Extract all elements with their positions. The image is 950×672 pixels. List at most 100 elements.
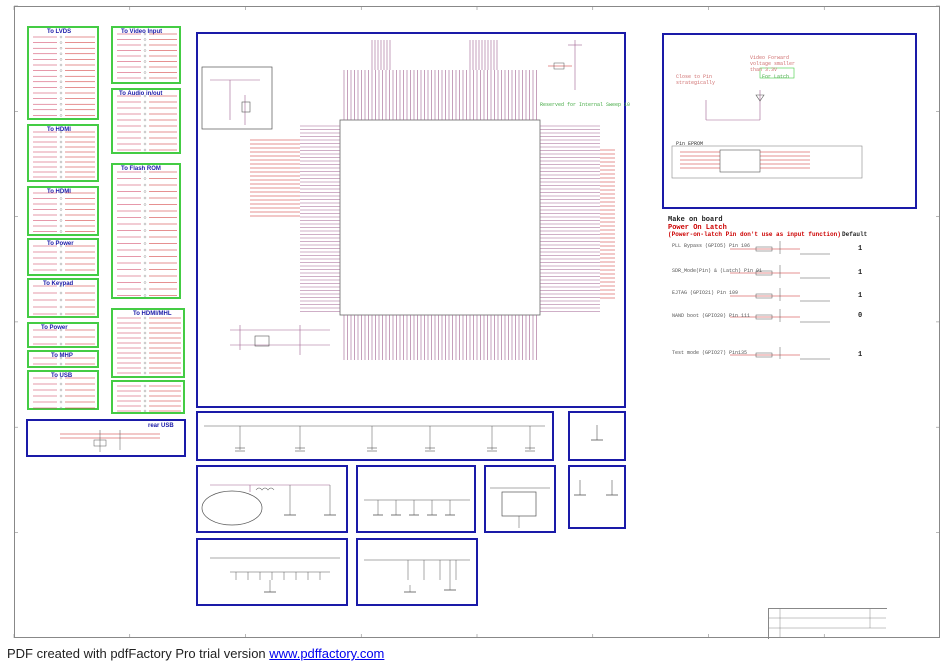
connector-pin <box>59 262 63 266</box>
connector-pin <box>143 326 147 330</box>
connector-pin <box>59 388 63 392</box>
connector-pin <box>143 76 147 80</box>
option-heading: Make on board <box>668 216 723 224</box>
connector-pin <box>59 208 63 211</box>
panel-title: To HDMI <box>47 189 71 195</box>
connector-pin <box>59 114 63 117</box>
connector-pin <box>59 69 63 72</box>
connector-pin <box>143 229 147 232</box>
panel-title: To HDMI/MHL <box>133 311 172 317</box>
ground-block-1 <box>568 411 626 461</box>
connector-pin <box>143 65 147 69</box>
connector-pin <box>143 183 147 187</box>
voltage-note: voltage smaller <box>750 61 796 67</box>
component-outline <box>719 149 761 173</box>
connector-pin <box>59 202 63 206</box>
connector-pin <box>143 261 147 265</box>
connector-pin <box>59 244 63 248</box>
right-top-block <box>662 33 917 209</box>
crystal-block <box>196 465 348 533</box>
video-forward-note: Video Forward <box>750 55 790 61</box>
connector-pin <box>143 170 147 174</box>
option-row-label: EJTAG (GPIO21) Pin 109 <box>672 290 739 296</box>
panel-title: To Power <box>47 241 74 247</box>
panel-title: To HDMI <box>47 127 71 133</box>
connector-pin <box>143 281 147 284</box>
eprom-note: Pin EPROM <box>676 141 704 147</box>
connector-pin <box>143 112 147 116</box>
connector-pin <box>59 394 63 398</box>
ddr-power-block <box>356 465 476 533</box>
option-note: (Power-on-latch Pin don't use as input f… <box>668 231 841 238</box>
connector-pin <box>59 312 63 316</box>
connector-pin <box>59 160 63 164</box>
audio-panel: To Audio in/out <box>111 88 181 154</box>
connector-pin <box>143 190 147 193</box>
component-outline <box>759 67 795 79</box>
connector-pin <box>143 203 147 206</box>
connector-pin <box>143 54 147 58</box>
main-soc-block <box>196 32 626 408</box>
connector-pin <box>59 328 63 332</box>
connector-pin <box>59 175 63 179</box>
connector-pin <box>59 41 63 44</box>
connector-pin <box>59 362 63 366</box>
power-panel-1: To Power <box>27 238 99 276</box>
footer-link[interactable]: www.pdffactory.com <box>269 646 385 661</box>
connector-pin <box>59 335 63 339</box>
rear-usb-block: rear USB <box>26 419 186 457</box>
connector-pin <box>143 235 147 239</box>
connector-pin <box>59 145 63 149</box>
connector-pin <box>59 268 63 272</box>
component-outline <box>755 270 773 276</box>
panel-title: To Flash ROM <box>121 166 161 172</box>
connector-pin <box>143 321 147 325</box>
connector-pin <box>59 80 63 84</box>
option-row-value: 1 <box>858 292 863 300</box>
connector-pin <box>143 209 147 213</box>
power-rail-block <box>196 411 554 461</box>
keypad-panel: To Keypad <box>27 278 99 318</box>
connector-pin <box>59 191 63 195</box>
component-outline <box>241 101 251 113</box>
connector-pin <box>59 224 63 228</box>
connector-pin <box>59 97 63 100</box>
default-label: Default <box>842 231 868 238</box>
connector-pin <box>59 406 63 410</box>
chip-note: Reserved for Internal Sweep 10 <box>540 102 631 108</box>
connector-pin <box>143 100 147 104</box>
connector-pin <box>59 140 63 144</box>
connector-pin <box>143 49 147 52</box>
usb-panel: To USB <box>27 370 99 410</box>
connector-pin <box>59 135 63 139</box>
connector-pin <box>143 268 147 271</box>
option-row-value: 1 <box>858 245 863 253</box>
connector-pin <box>143 287 147 291</box>
option-row-value: 1 <box>858 269 863 277</box>
flash-rom-panel: To Flash ROM <box>111 163 181 299</box>
option-row-label: NAND boot (GPIO20) Pin 111 <box>672 313 751 319</box>
hdmi-panel-2: To HDMI <box>27 186 99 236</box>
connector-pin <box>59 342 63 346</box>
connector-pin <box>143 274 147 278</box>
connector-pin <box>143 394 147 398</box>
connector-pin <box>59 52 63 55</box>
diode-icon <box>755 94 765 102</box>
component-outline <box>201 66 273 130</box>
connector-pin <box>143 136 147 140</box>
crystal-outline <box>201 490 263 526</box>
video-input-panel: To Video Input <box>111 26 181 84</box>
component-outline <box>671 145 863 179</box>
strategically-note: strategically <box>676 80 716 86</box>
connector-pin <box>143 38 147 41</box>
connector-pin <box>143 148 147 152</box>
connector-pin <box>59 86 63 89</box>
regulator-block <box>484 465 556 533</box>
connector-pin <box>143 331 147 335</box>
connector-pin <box>143 346 147 350</box>
connector-pin <box>143 366 147 370</box>
connector-pin <box>59 47 63 50</box>
connector-pin <box>143 316 147 320</box>
connector-pin <box>143 242 147 245</box>
hdmi-panel-1: To HDMI <box>27 124 99 182</box>
